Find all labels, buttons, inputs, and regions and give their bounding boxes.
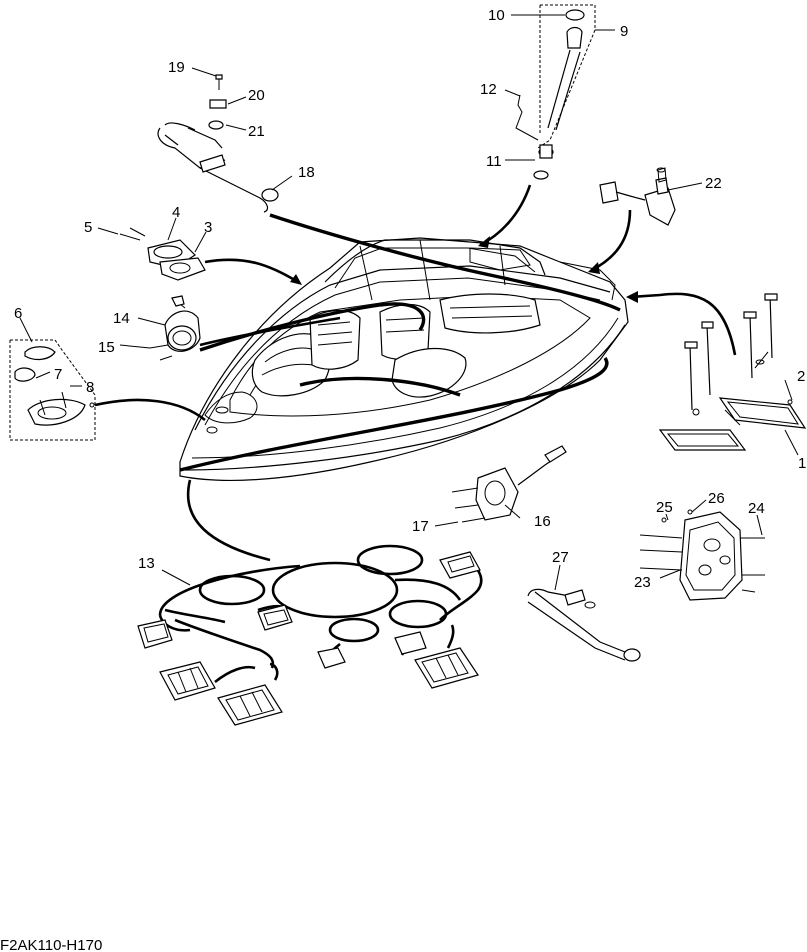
leader-lines — [19, 14, 799, 591]
part-1-2 — [658, 293, 807, 451]
callout-3: 3 — [204, 219, 212, 236]
callout-14: 14 — [113, 310, 130, 327]
part-23-24-25-26 — [639, 509, 765, 601]
part-13-harness — [137, 479, 483, 726]
part-16-17 — [451, 445, 567, 523]
callout-11: 11 — [486, 153, 502, 170]
diagram-code: F2AK110-H170 — [0, 937, 102, 952]
part-9-assembly — [515, 4, 596, 180]
part-6-7-8 — [9, 339, 96, 441]
callout-9: 9 — [620, 23, 628, 40]
callout-26: 26 — [708, 490, 725, 507]
callout-12: 12 — [480, 81, 497, 98]
main-harness-run — [269, 213, 621, 312]
callout-17: 17 — [412, 518, 429, 535]
callout-5: 5 — [84, 219, 92, 236]
callout-6: 6 — [14, 305, 22, 322]
part-22 — [599, 167, 676, 226]
callout-4: 4 — [172, 204, 180, 221]
callout-23: 23 — [634, 574, 651, 591]
callout-19: 19 — [168, 59, 185, 76]
part-14-15 — [149, 295, 201, 361]
pointer-arrows — [94, 184, 737, 422]
callout-22: 22 — [705, 175, 722, 192]
callout-27: 27 — [552, 549, 569, 566]
callout-8: 8 — [86, 379, 94, 396]
callout-25: 25 — [656, 499, 673, 516]
callout-21: 21 — [248, 123, 265, 140]
callout-10: 10 — [488, 7, 505, 24]
callout-7: 7 — [54, 366, 62, 383]
part-3-4-5 — [119, 227, 206, 281]
callout-15: 15 — [98, 339, 115, 356]
boat-hull — [179, 237, 629, 481]
part-27-cable — [527, 588, 641, 662]
part-18-cable — [157, 74, 279, 213]
callout-2: 2 — [797, 368, 805, 385]
callout-18: 18 — [298, 164, 315, 181]
callout-20: 20 — [248, 87, 265, 104]
callout-16: 16 — [534, 513, 551, 530]
callout-24: 24 — [748, 500, 765, 517]
callout-labels: 1 2 3 4 5 6 7 8 9 10 11 12 13 14 15 16 1… — [14, 7, 806, 591]
callout-13: 13 — [138, 555, 155, 572]
callout-1: 1 — [798, 455, 806, 472]
